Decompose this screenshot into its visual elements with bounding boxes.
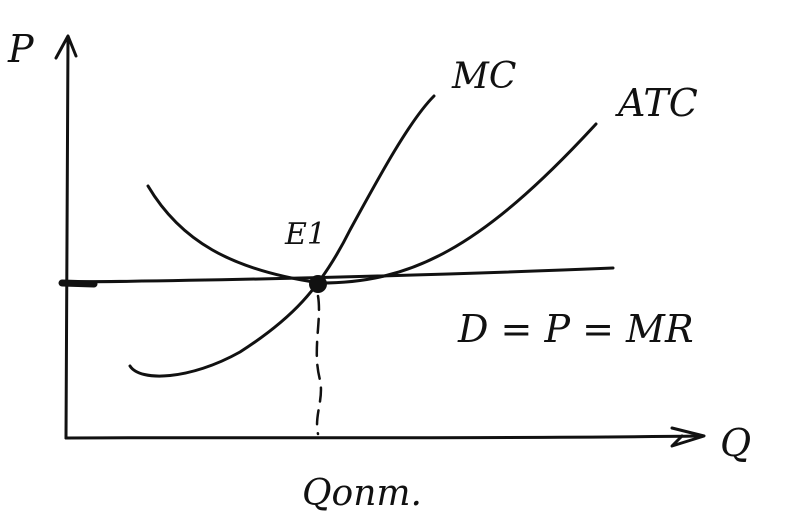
- mc-curve: [128, 94, 436, 378]
- y-axis: [54, 34, 78, 440]
- demand-line: [60, 266, 615, 284]
- x-axis-label: Q: [720, 421, 751, 465]
- q-opt-dashed-line: [315, 294, 323, 436]
- demand-label: D = P = MR: [457, 307, 694, 351]
- price-tick-mark: [58, 279, 98, 288]
- y-axis-label: P: [7, 27, 35, 71]
- q-opt-label: Qопт.: [302, 473, 422, 514]
- atc-label: ATC: [615, 81, 698, 125]
- atc-curve: [146, 122, 598, 285]
- mc-label: MC: [451, 56, 516, 97]
- equilibrium-label: E1: [284, 217, 326, 252]
- x-axis: [64, 426, 706, 448]
- equilibrium-point: [309, 275, 327, 293]
